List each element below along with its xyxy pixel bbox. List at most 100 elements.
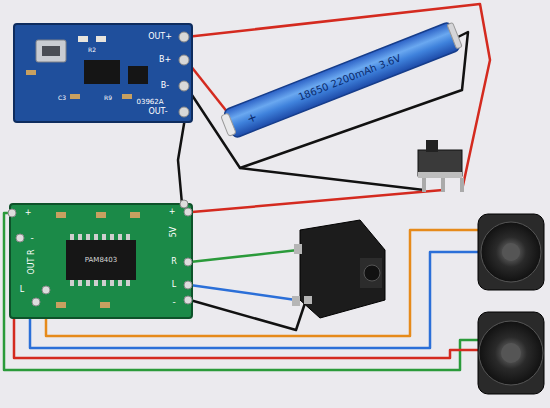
chip-legs-part [86,234,90,240]
charger-board-part [179,107,189,117]
charger-board-part [122,94,132,99]
black-wire [178,112,186,204]
red-wire [186,4,490,190]
chip-marking: PAM8403 [85,257,117,264]
pin-label: B- [161,82,169,90]
chip-legs-part [126,234,130,240]
amplifier-board-part [32,298,40,306]
battery-18650-part [447,22,462,48]
part-name: R2 [88,47,96,53]
charger-board-part [36,40,66,62]
pin-label: L [172,281,176,289]
pin-label: + [25,209,32,217]
amplifier-board-part [184,281,192,289]
amplifier-board-part [180,200,188,208]
pin-label: OUT R [28,249,36,274]
chip-legs-part [78,280,82,286]
amplifier-board-part [10,204,192,318]
pin-label: OUT+ [148,33,172,41]
charger-board-part [128,66,148,84]
charger-board-part [179,32,189,42]
blue-wire [190,285,296,300]
audio-jack-part [292,296,300,306]
amplifier-board-part [16,234,24,242]
audio-jack-part [304,296,312,304]
charger-board-part [179,55,189,65]
chip-legs-part [110,280,114,286]
charger-board-part [70,94,80,99]
slide-switch [418,140,464,192]
chip-legs-part [70,234,74,240]
chip-legs-part [94,234,98,240]
speaker-part [501,343,521,363]
part-name: C3 [58,95,66,101]
green-wire [190,250,298,262]
speaker-part [481,222,541,282]
charger-board-part [84,60,120,84]
chip-legs [70,234,130,286]
black-wire [190,300,306,330]
slide-switch-part [418,172,462,178]
pin-label: OUT- [148,108,167,116]
amplifier-board-part [96,212,106,218]
speaker-part [478,214,544,290]
part-name: 03962A [136,99,163,106]
chip-legs-part [78,234,82,240]
charger-board-part [26,70,36,75]
speaker-part [502,243,520,261]
charger-board-part [96,36,106,42]
charger-board-part [42,46,60,56]
red-wire [192,190,443,212]
battery-18650-part [223,21,461,138]
amplifier-board-part [100,302,110,308]
amplifier-board-part [56,212,66,218]
audio-jack-part [294,244,302,254]
pin-label: 5V [170,227,178,238]
charger-board-part [179,81,189,91]
pin-label: + [169,208,176,216]
amplifier-board-part [66,240,136,280]
amplifier-board-part [184,258,192,266]
charger-board-part [78,36,88,42]
slide-switch-part [441,178,445,192]
audio-jack-part [300,220,385,318]
chip-legs-part [102,234,106,240]
pin-label: B+ [159,56,171,64]
audio-jack-part [360,258,382,288]
speaker-part [479,321,543,385]
chip-legs-part [70,280,74,286]
chip-legs-part [118,280,122,286]
polarity-mark: + [245,111,259,126]
slide-switch-part [426,140,438,152]
pin-label: R [171,258,177,266]
chip-legs-part [118,234,122,240]
amplifier-board-part [184,208,192,216]
speaker [478,214,544,290]
audio-jack-part [364,265,380,281]
speaker-part [478,312,544,394]
chip-legs-part [126,280,130,286]
pin-label: L [20,286,24,294]
chip-legs-part [102,280,106,286]
amplifier-board [8,200,192,318]
charger-board [14,24,192,122]
amplifier-board-part [42,286,50,294]
wires [4,4,490,370]
pin-label: - [172,298,175,307]
slide-switch-part [422,178,426,192]
chip-legs-part [94,280,98,286]
amplifier-board-part [184,296,192,304]
battery-18650-part [221,113,237,136]
charger-board-part [14,24,192,122]
amplifier-board-part [8,209,16,217]
pin-label: - [30,234,33,243]
amplifier-board-part [56,302,66,308]
orange-wire [46,230,480,336]
amplifier-board-part [130,212,140,218]
chip-legs-part [110,234,114,240]
battery-rating: 18650 2200mAh 3.6V [297,53,402,102]
speaker [478,312,544,394]
audio-jack [292,220,385,318]
